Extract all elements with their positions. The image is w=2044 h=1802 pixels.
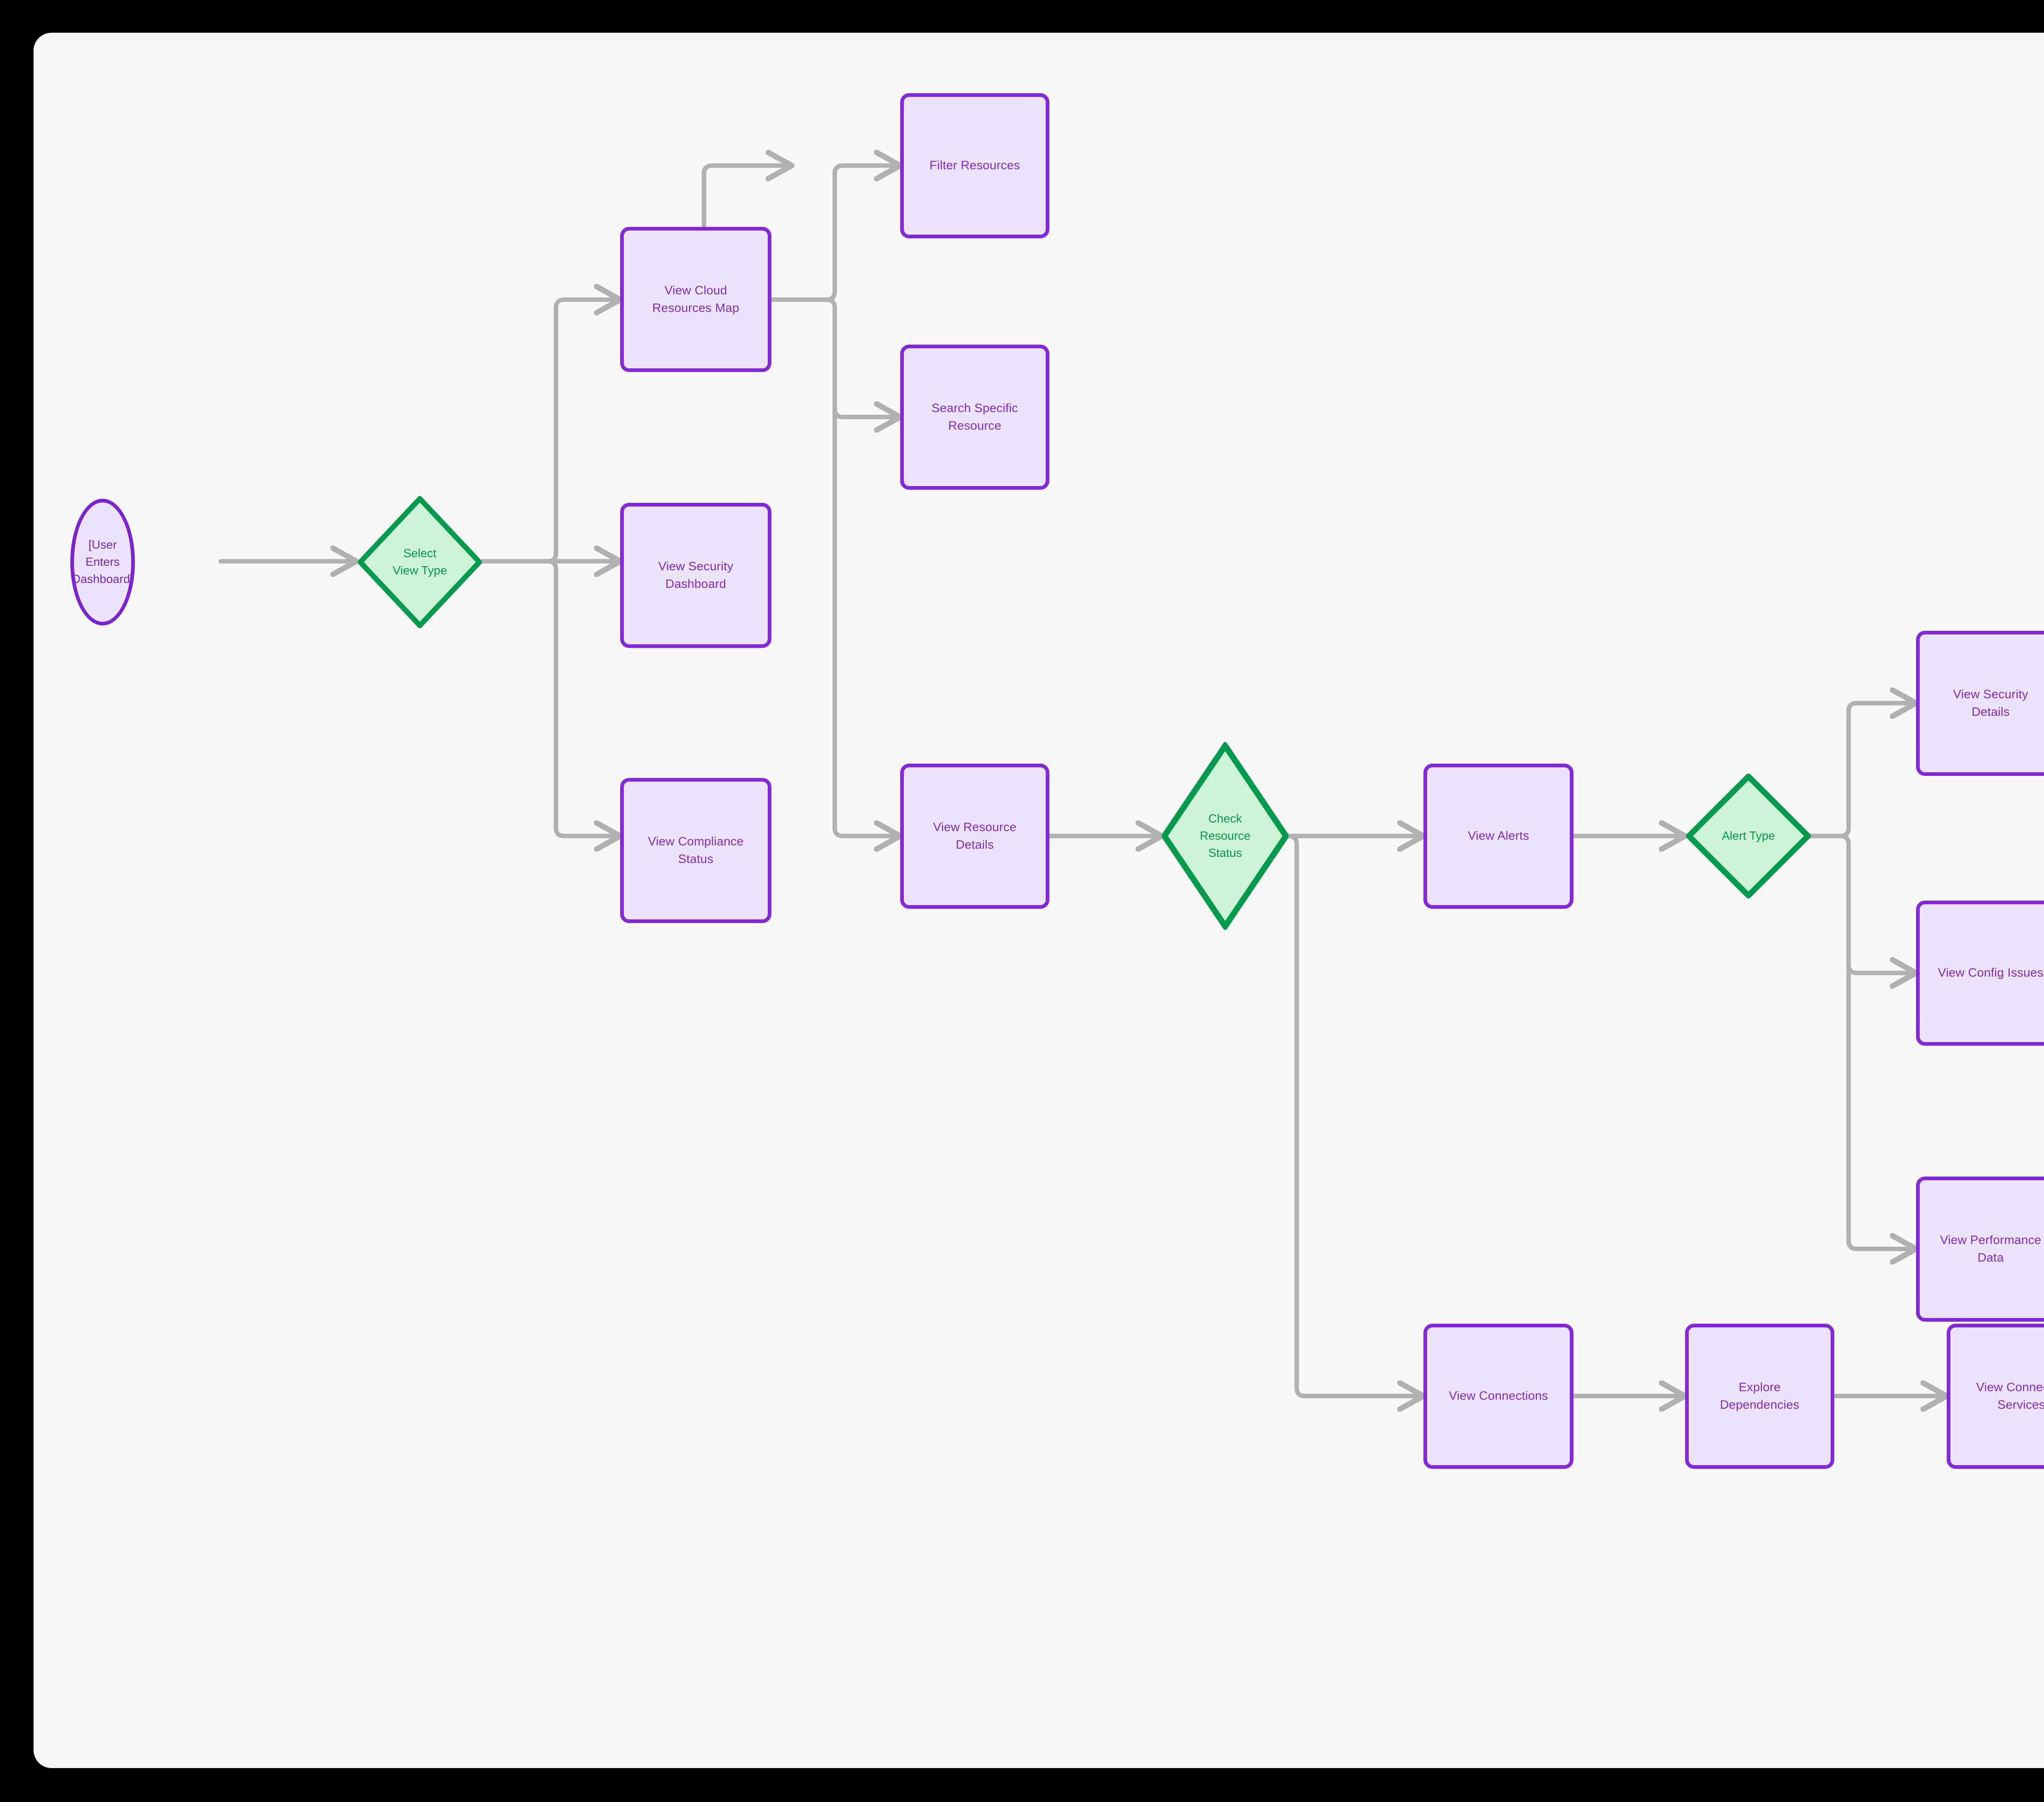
node-view-connections[interactable]: View Connections [1423, 1324, 1573, 1469]
node-label: View Security Dashboard [658, 559, 733, 591]
flowchart-canvas[interactable]: [User Enters Dashboard] Select View Type… [34, 33, 2044, 1768]
node-view-config-issues[interactable]: View Config Issues [1916, 901, 2044, 1046]
node-start-user-enters-dashboard[interactable]: [User Enters Dashboard] [70, 499, 135, 625]
node-decision-select-view-type[interactable]: Select View Type [356, 495, 483, 630]
node-view-alerts[interactable]: View Alerts [1423, 764, 1573, 909]
node-view-security-details[interactable]: View Security Details [1916, 631, 2044, 776]
node-view-compliance-status[interactable]: View Compliance Status [620, 778, 771, 923]
node-view-resource-details[interactable]: View Resource Details [900, 764, 1049, 909]
node-view-connected-services[interactable]: View Connected Services [1947, 1324, 2044, 1469]
node-filter-resources[interactable]: Filter Resources [900, 93, 1049, 238]
node-label: Select View Type [392, 547, 447, 577]
diamond-shape [1162, 742, 1289, 930]
diamond-shape [358, 496, 482, 628]
node-label: Check Resource Status [1199, 812, 1251, 860]
node-label: View Config Issues [1938, 966, 2044, 980]
node-search-specific-resource[interactable]: Search Specific Resource [900, 345, 1049, 490]
node-label: View Resource Details [933, 820, 1017, 852]
node-label: Filter Resources [929, 159, 1020, 173]
node-label: View Performance Data [1940, 1233, 2042, 1264]
node-label: View Cloud Resources Map [652, 283, 740, 315]
node-view-performance-data[interactable]: View Performance Data [1916, 1177, 2044, 1322]
node-view-security-dashboard[interactable]: View Security Dashboard [620, 503, 771, 648]
node-view-cloud-resources-map[interactable]: View Cloud Resources Map [620, 227, 771, 372]
node-decision-check-resource-status[interactable]: Check Resource Status [1162, 742, 1289, 930]
node-explore-dependencies[interactable]: Explore Dependencies [1685, 1324, 1834, 1469]
node-label: View Compliance Status [648, 834, 744, 866]
diamond-shape [1686, 773, 1811, 899]
node-label: [User Enters Dashboard] [72, 538, 133, 586]
node-label: View Security Details [1953, 687, 2028, 719]
node-label: Explore Dependencies [1720, 1380, 1800, 1412]
node-label: Search Specific Resource [931, 401, 1018, 433]
node-decision-alert-type[interactable]: Alert Type [1685, 773, 1812, 899]
node-label: View Connected Services [1976, 1380, 2044, 1412]
node-label: View Connections [1449, 1389, 1548, 1403]
node-label: View Alerts [1468, 829, 1529, 843]
node-label: Alert Type [1721, 829, 1775, 843]
